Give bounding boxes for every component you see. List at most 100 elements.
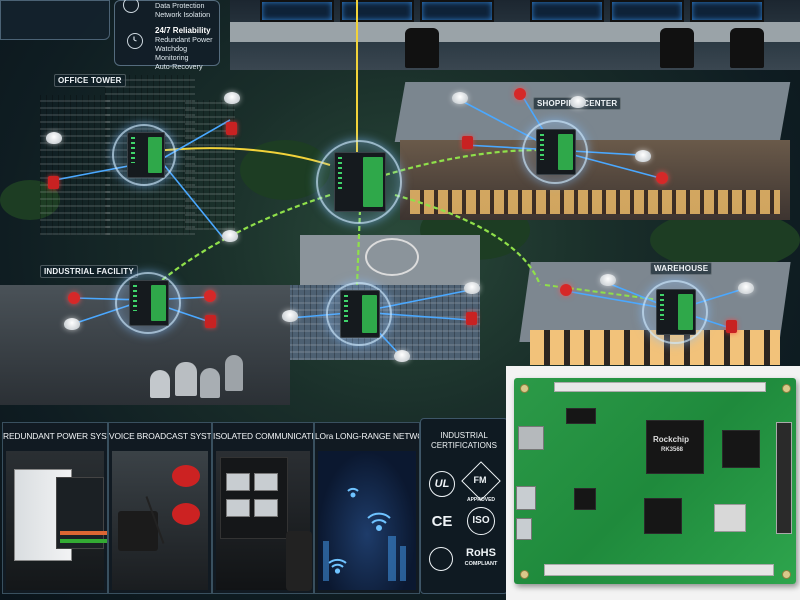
power-cable [60, 539, 107, 543]
sd-card-slot [518, 426, 544, 450]
monitor [530, 0, 604, 22]
reliability-text: 24/7 Reliability Redundant Power Watchdo… [155, 26, 219, 71]
shopping-sensor-links [459, 91, 661, 179]
central-building-gateway-hub[interactable] [326, 282, 392, 346]
fire-alarm-icon [205, 315, 216, 328]
operator-chair [730, 28, 764, 68]
reliability-title: 24/7 Reliability [155, 26, 211, 35]
fire-alarm-icon [466, 312, 477, 325]
power-module [56, 477, 104, 549]
smoke-detector-icon [394, 350, 410, 362]
pmic-chip [566, 408, 596, 424]
ethernet-port [254, 473, 278, 491]
fire-alarm-icon [204, 290, 216, 302]
ethernet-port [254, 499, 278, 517]
panel-lora-network: LOra LONG-RANGE NETWORK [314, 422, 420, 594]
shopping-gateway-hub[interactable] [522, 120, 588, 184]
fm-sub-label: APPROVED [466, 497, 496, 503]
gateway-device[interactable] [127, 132, 165, 178]
pcb-board: Rockchip RK3568 [514, 378, 796, 584]
mount-hole [782, 570, 791, 579]
lora-city-image [318, 451, 416, 590]
label-industrial-facility: INDUSTRIAL FACILITY [40, 265, 138, 278]
mount-hole [520, 384, 529, 393]
soc-chip: Rockchip RK3568 [646, 420, 704, 474]
smoke-detector-icon [600, 274, 616, 286]
monitor [420, 0, 494, 22]
microphone-console [118, 511, 158, 551]
panel-voice-broadcast: VOICE BROADCAST SYSTEM [108, 422, 212, 594]
fire-alarm-icon [560, 284, 572, 296]
gateway-device[interactable] [340, 290, 380, 338]
side-connector [776, 422, 792, 534]
emmc-chip [644, 498, 682, 534]
smoke-detector-icon [452, 92, 468, 104]
operator-chair [405, 28, 439, 68]
usb-port [516, 518, 532, 540]
label-warehouse: WAREHOUSE [650, 262, 713, 275]
fire-alarm-icon [48, 176, 59, 189]
fire-alarm-icon [656, 172, 668, 184]
soc-model: RK3568 [661, 447, 684, 453]
monitor [340, 0, 414, 22]
office-gateway-hub[interactable] [112, 124, 176, 186]
certifications-heading: CERTIFICATIONS [431, 441, 497, 450]
info-box-features: Data Protection Network Isolation 24/7 R… [114, 0, 220, 71]
smoke-detector-icon [738, 282, 754, 294]
industrial-gateway-hub[interactable] [115, 272, 181, 334]
certifications-panel: INDUSTRIAL CERTIFICATIONS UL FM APPROVED… [420, 418, 508, 594]
mount-hole [782, 384, 791, 393]
mount-hole [520, 570, 529, 579]
monitor [260, 0, 334, 22]
central-gateway-hub[interactable] [316, 140, 402, 224]
smoke-detector-icon [222, 230, 238, 242]
broadcast-image [112, 451, 208, 590]
gateway-device[interactable] [656, 289, 696, 335]
fire-alarm-icon [462, 136, 473, 149]
ce-logo: CE [431, 513, 453, 530]
reliability-line: Redundant Power [155, 35, 213, 44]
storage-tank [200, 368, 220, 398]
gateway-device[interactable] [129, 280, 169, 326]
small-chip [574, 488, 596, 510]
central-gateway-device[interactable] [334, 152, 386, 212]
smoke-detector-icon [64, 318, 80, 330]
warehouse-gateway-hub[interactable] [642, 280, 708, 344]
panel-title: REDUNDANT POWER SYSTEM [3, 431, 107, 441]
operator-chair [660, 28, 694, 68]
alarm-bell [172, 465, 200, 487]
features-text: Data Protection Network Isolation [155, 1, 210, 19]
storage-tank [150, 370, 170, 398]
fire-alarm-icon [68, 292, 80, 304]
tree [650, 210, 800, 270]
fire-alarm-icon [514, 88, 526, 100]
gateway-device[interactable] [536, 129, 576, 175]
warehouse-sensor-links [559, 281, 741, 329]
info-box-left [0, 0, 110, 40]
fire-alarm-icon [726, 320, 737, 333]
panel-title: VOICE BROADCAST SYSTEM [109, 431, 212, 441]
helipad [365, 238, 419, 276]
wifi-module [714, 504, 746, 532]
smoke-detector-icon [46, 132, 62, 144]
link-industrial [149, 193, 331, 291]
ethernet-port [226, 473, 250, 491]
central-sensor-links [289, 289, 471, 356]
rohs-sub-label: COMPLIANT [464, 561, 498, 567]
bottom-connector-row [544, 564, 774, 576]
shield-icon [123, 0, 139, 13]
monitor [690, 0, 764, 22]
power-cable [60, 531, 107, 535]
industrial-sensor-links [69, 296, 211, 326]
alarm-bell [172, 503, 200, 525]
iso-logo: ISO [467, 507, 495, 535]
soc-brand: Rockchip [653, 435, 690, 444]
smoke-detector-icon [282, 310, 298, 322]
storage-tank [175, 362, 197, 396]
wifi-signals [323, 487, 406, 581]
link-shopping [384, 148, 541, 177]
features-line: Network Isolation [155, 10, 211, 19]
shopping-center-windows [410, 190, 780, 214]
features-line: Data Protection [155, 1, 205, 10]
panel-isolated-communication: ISOLATED COMMUNICATION [212, 422, 314, 594]
